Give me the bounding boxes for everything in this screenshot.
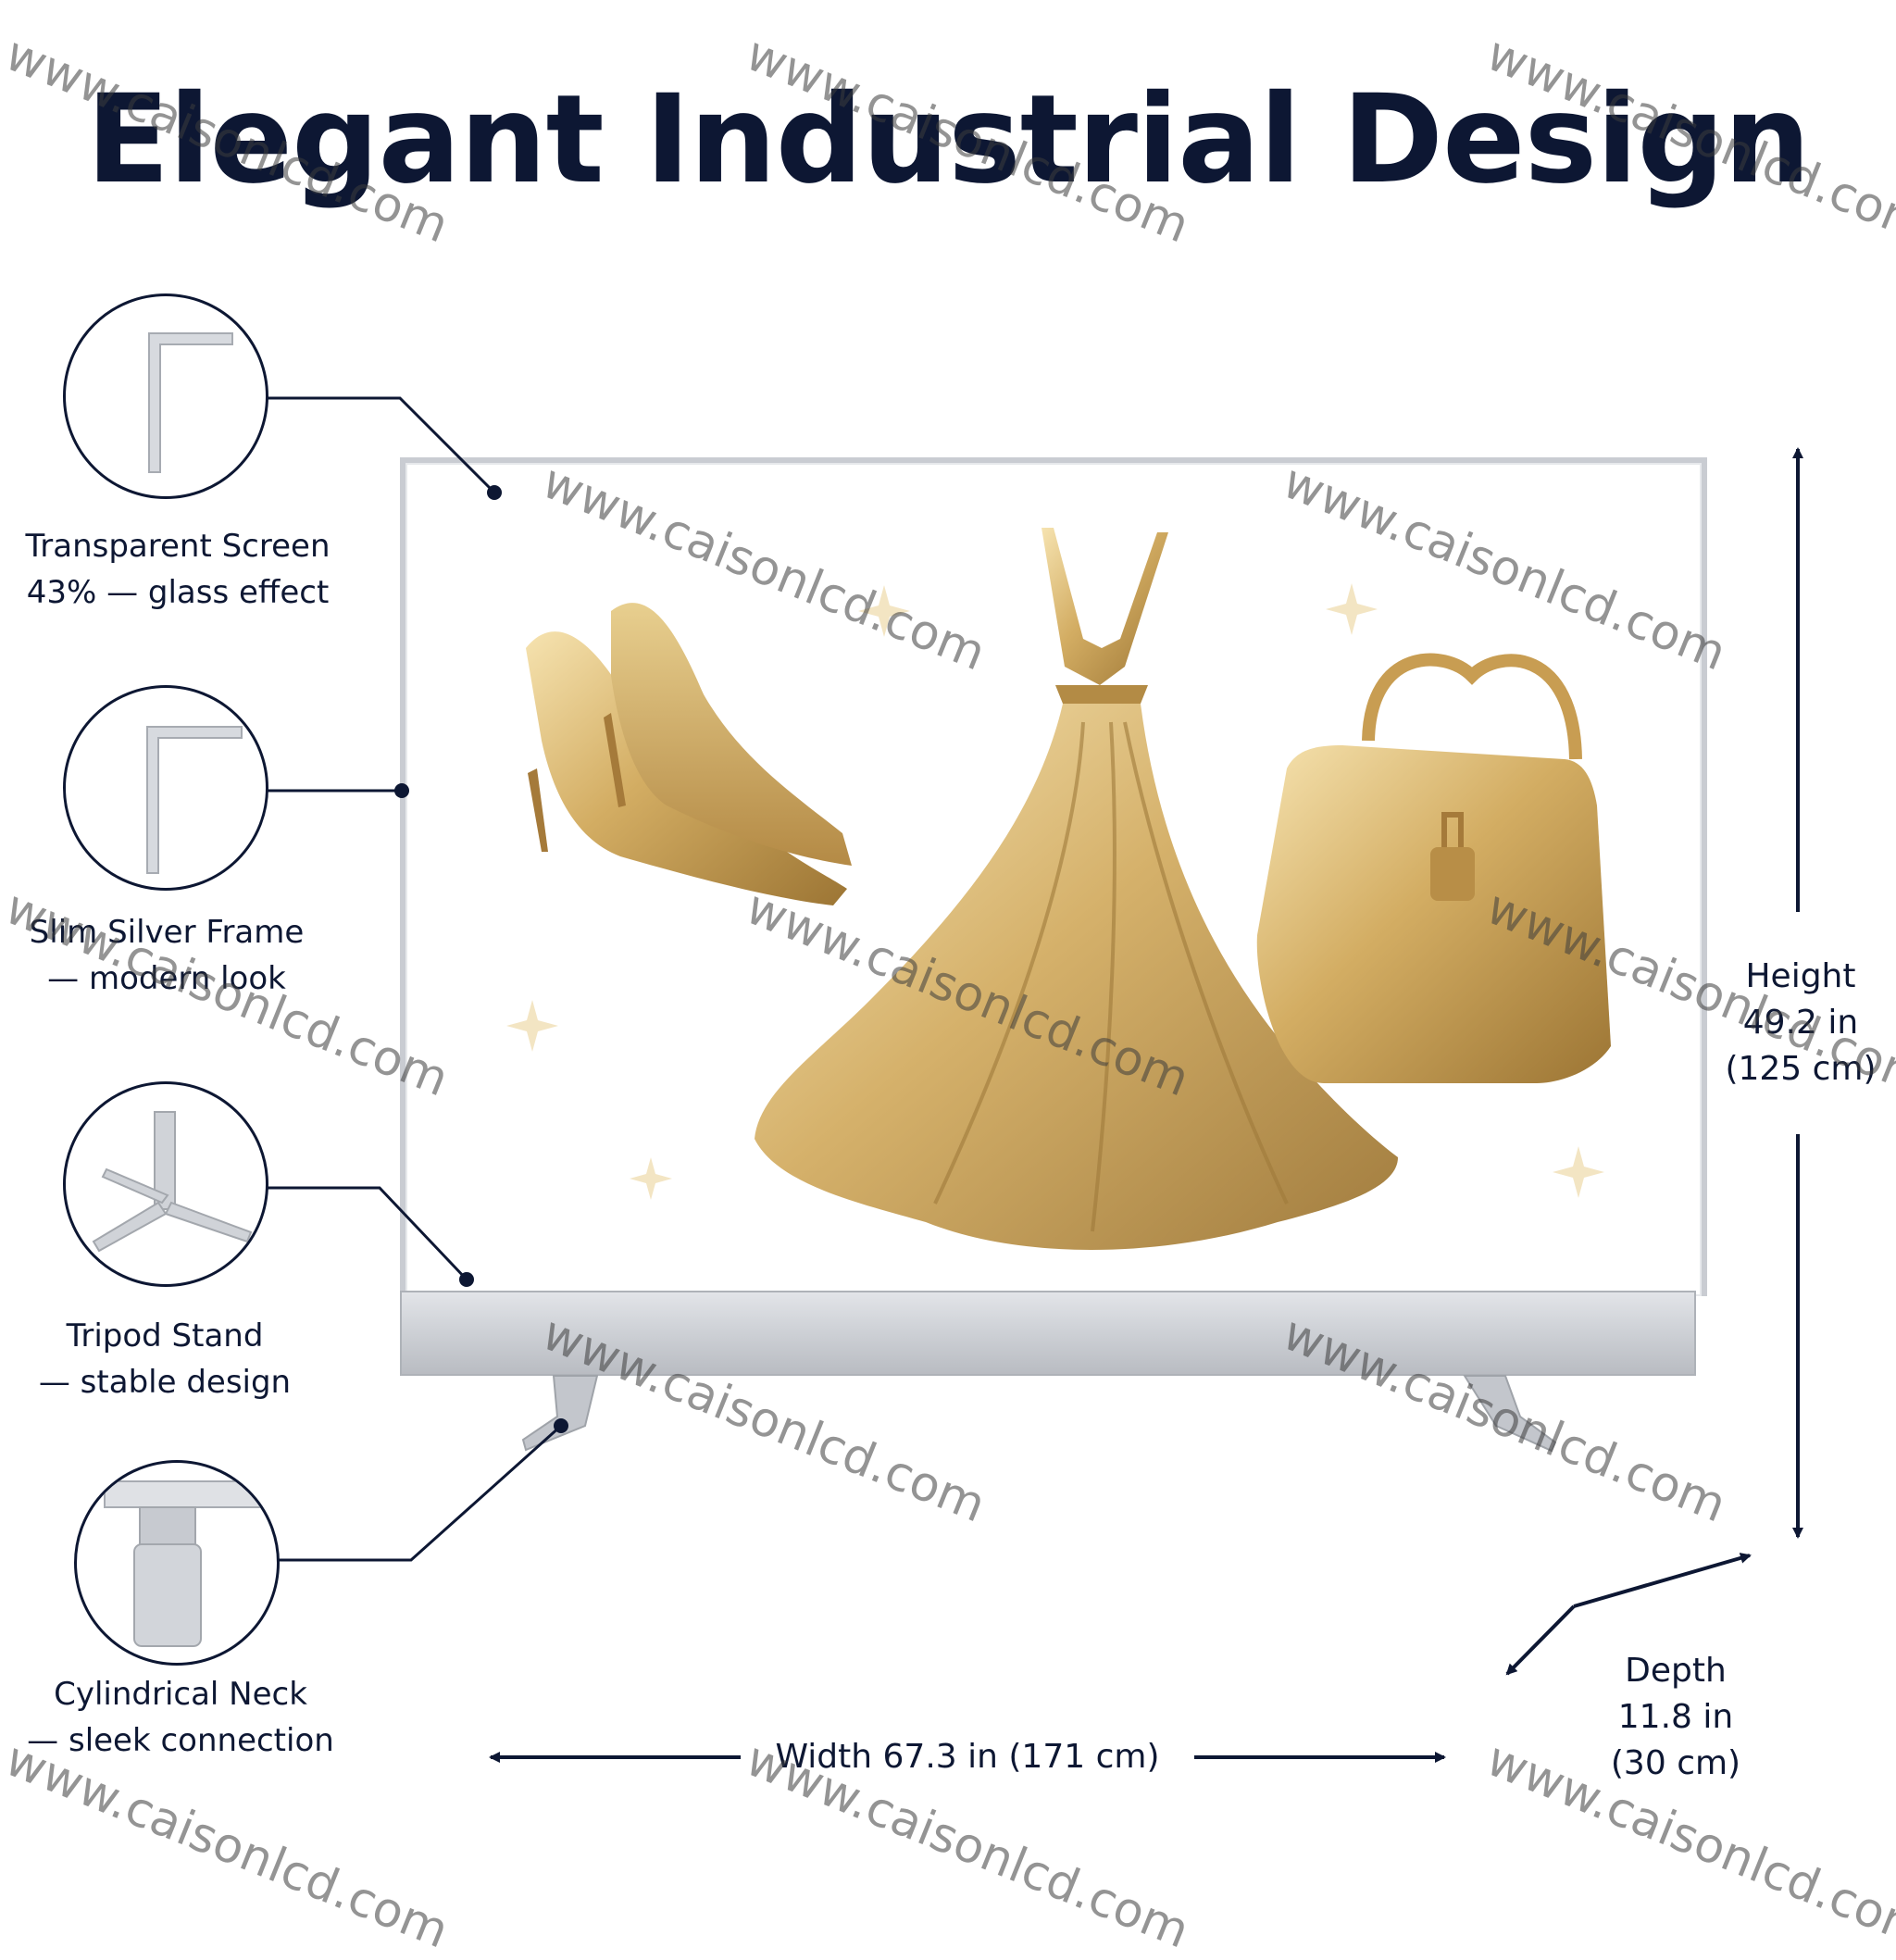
sparkle-icon bbox=[506, 583, 1604, 1200]
callout-dot bbox=[394, 783, 409, 798]
feature-subtitle: — stable design bbox=[38, 1364, 292, 1401]
product-showcase bbox=[506, 528, 1611, 1250]
depth-arrow-up bbox=[1573, 1553, 1752, 1608]
feature-title: Tripod Stand bbox=[66, 1317, 264, 1355]
tripod-icon bbox=[92, 1111, 253, 1253]
feature-subtitle: 43% — glass effect bbox=[26, 574, 330, 611]
display-base-bar bbox=[400, 1291, 1696, 1376]
dimension-arrows bbox=[489, 447, 1803, 1763]
callout-lines bbox=[265, 396, 568, 1562]
feature-title: Transparent Screen bbox=[25, 528, 331, 565]
callout-dot bbox=[554, 1418, 568, 1433]
feature-label-cylindrical-neck: Cylindrical Neck — sleek connection bbox=[0, 1671, 366, 1764]
callout-dot bbox=[487, 485, 502, 500]
depth-arrow-down bbox=[1505, 1604, 1576, 1676]
feature-label-silver-frame: Slim Silver Frame — modern look bbox=[0, 909, 352, 1002]
frame-corner-icon bbox=[146, 726, 243, 874]
feature-title: Cylindrical Neck bbox=[54, 1676, 307, 1713]
gold-handbag bbox=[1256, 653, 1611, 1083]
feature-circle-tripod-stand bbox=[63, 1081, 268, 1287]
width-dimension-label: Width 67.3 in (171 cm) bbox=[775, 1738, 1160, 1776]
gold-evening-gown bbox=[755, 528, 1398, 1250]
cylinder-neck-icon bbox=[104, 1480, 277, 1647]
frame-corner-icon bbox=[148, 332, 233, 473]
feature-subtitle: — modern look bbox=[47, 960, 286, 997]
feature-title: Slim Silver Frame bbox=[29, 914, 305, 951]
display-stand bbox=[521, 1375, 1557, 1453]
depth-dimension-label: Depth 11.8 in (30 cm) bbox=[1610, 1652, 1741, 1782]
callout-dot bbox=[459, 1272, 474, 1287]
feature-circle-transparent-screen bbox=[63, 293, 268, 499]
feature-circle-silver-frame bbox=[63, 685, 268, 891]
feature-circle-cylindrical-neck bbox=[74, 1460, 280, 1666]
height-dimension-label: Height 49.2 in (125 cm) bbox=[1725, 957, 1877, 1088]
gold-high-heels bbox=[526, 603, 852, 905]
feature-subtitle: — sleek connection bbox=[27, 1722, 334, 1759]
feature-label-transparent-screen: Transparent Screen 43% — glass effect bbox=[0, 523, 363, 616]
feature-label-tripod-stand: Tripod Stand — stable design bbox=[0, 1313, 350, 1405]
page-title: Elegant Industrial Design bbox=[86, 69, 1811, 211]
